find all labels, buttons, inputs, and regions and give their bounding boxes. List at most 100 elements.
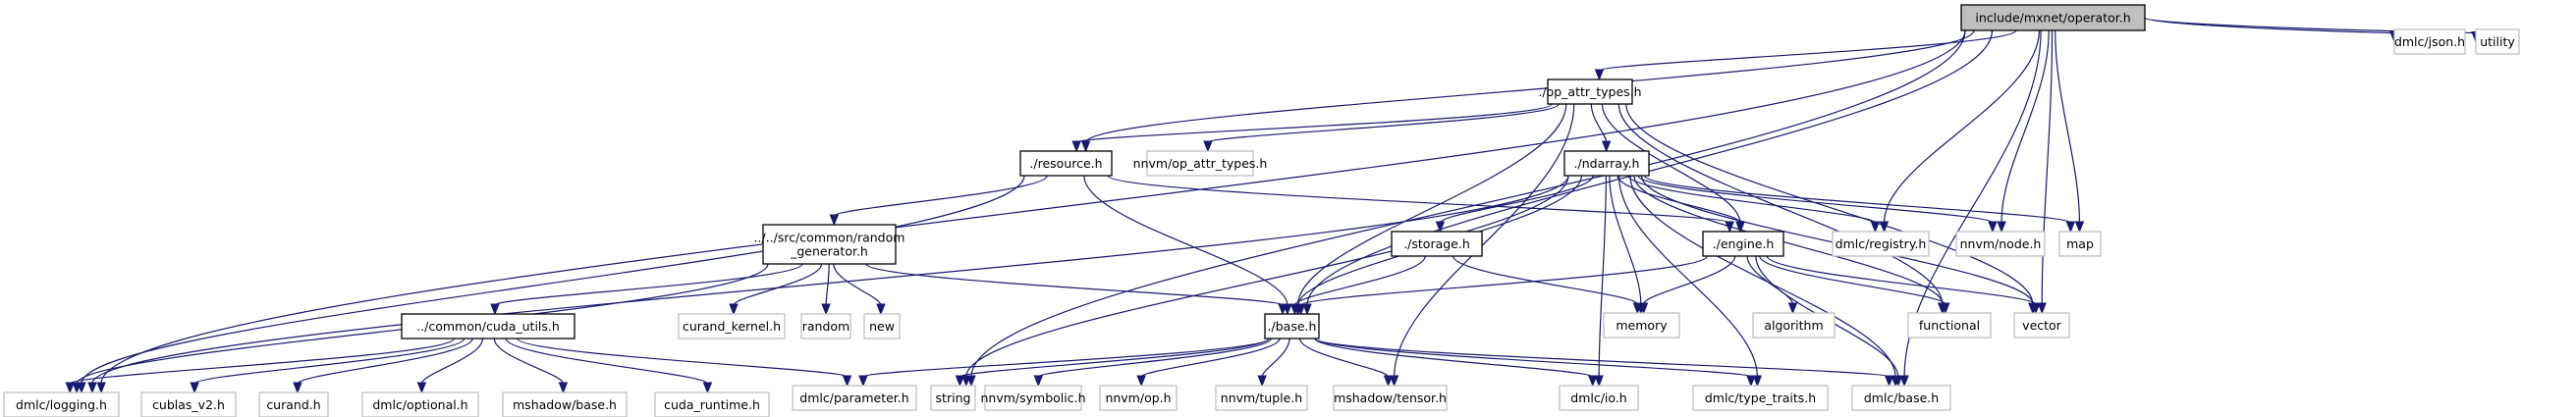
node-dmlc-base: dmlc/base.h bbox=[1851, 385, 1951, 411]
node-label: dmlc/optional.h bbox=[372, 397, 467, 412]
node-box bbox=[140, 391, 237, 417]
nodes: include/mxnet/operator.h ./op_attr_types.… bbox=[3, 4, 2520, 417]
node-label: ./op_attr_types.h bbox=[1538, 84, 1641, 99]
node-label: ../../src/common/random bbox=[754, 231, 905, 245]
node-nnvm-op: nnvm/op.h bbox=[1099, 385, 1178, 411]
node-cublas: cublas_v2.h bbox=[140, 391, 237, 417]
node-label: new bbox=[869, 319, 895, 334]
node-box bbox=[654, 391, 770, 417]
edge-cuda_utils-to-dmlc_parameter bbox=[517, 338, 852, 388]
node-box bbox=[1603, 312, 1680, 339]
edge-op_attr_types-to-vector bbox=[1625, 103, 2038, 315]
node-label: dmlc/logging.h bbox=[16, 397, 107, 412]
node-dmlc-parameter: dmlc/parameter.h bbox=[792, 385, 917, 411]
edge-base-to-dmlc_io bbox=[1314, 338, 1598, 388]
node-label: ./ndarray.h bbox=[1574, 156, 1640, 171]
edge-resource-to-engine bbox=[1107, 175, 1734, 234]
node-vector: vector bbox=[2013, 312, 2070, 339]
node-box bbox=[984, 385, 1082, 411]
edge-root-to-dmlc_logging bbox=[96, 29, 1966, 394]
node-box bbox=[401, 313, 575, 339]
edge-op_attr_types-to-resource bbox=[1071, 103, 1553, 153]
node-label: _generator.h bbox=[790, 244, 868, 259]
node-label: dmlc/base.h bbox=[1864, 391, 1939, 405]
node-label: ./storage.h bbox=[1403, 236, 1470, 251]
edge-base-to-dmlc_type_traits bbox=[1314, 338, 1756, 388]
edge-root-to-base bbox=[1302, 29, 1994, 316]
node-box bbox=[1832, 231, 1930, 257]
node-nnvm-symbolic: nnvm/symbolic.h bbox=[980, 385, 1086, 411]
node-box bbox=[2058, 231, 2102, 257]
edge-ndarray-to-memory bbox=[1609, 175, 1646, 315]
node-label: curand_kernel.h bbox=[683, 319, 781, 334]
edge-base-to-dmlc_base bbox=[1314, 338, 1894, 388]
node-resource[interactable]: ./resource.h bbox=[1019, 150, 1113, 177]
edge-base-to-string bbox=[955, 338, 1270, 388]
node-label: dmlc/parameter.h bbox=[799, 391, 908, 405]
node-cuda-utils[interactable]: ../common/cuda_utils.h bbox=[401, 313, 575, 339]
node-label: dmlc/registry.h bbox=[1836, 236, 1927, 251]
node-label: nnvm/symbolic.h bbox=[980, 391, 1085, 405]
edge-root-to-nnvm_node bbox=[1997, 29, 2050, 234]
node-op-attr-types[interactable]: ./op_attr_types.h bbox=[1538, 78, 1642, 105]
node-box bbox=[1702, 231, 1784, 257]
node-nnvm-op-attr-types: nnvm/op_attr_types.h bbox=[1133, 150, 1267, 177]
node-box bbox=[930, 385, 976, 411]
node-label: nnvm/tuple.h bbox=[1221, 391, 1302, 405]
node-box bbox=[1907, 312, 1992, 339]
edge-resource-to-random_gen bbox=[829, 175, 1048, 227]
edge-op_attr_types-to-ndarray bbox=[1590, 103, 1612, 153]
edge-ndarray-to-dmlc_logging bbox=[87, 175, 1569, 394]
node-dmlc-json: dmlc/json.h bbox=[2393, 28, 2466, 55]
edge-base-to-mshadow_tensor bbox=[1298, 338, 1394, 388]
node-box bbox=[1333, 385, 1448, 411]
node-box bbox=[1264, 313, 1320, 339]
edge-cuda_utils-to-cuda_runtime bbox=[505, 338, 713, 394]
edge-ndarray-to-dmlc_base bbox=[1629, 175, 1900, 388]
node-mshadow-tensor: mshadow/tensor.h bbox=[1333, 385, 1448, 411]
node-box bbox=[3, 391, 120, 417]
node-box bbox=[863, 313, 901, 339]
node-dmlc-type-traits: dmlc/type_traits.h bbox=[1692, 385, 1829, 411]
node-memory: memory bbox=[1603, 312, 1680, 339]
node-label: dmlc/io.h bbox=[1570, 391, 1626, 405]
node-curand-kernel: curand_kernel.h bbox=[678, 313, 786, 339]
edge-root-to-resource bbox=[1080, 29, 1975, 153]
edge-random_gen-to-base bbox=[865, 263, 1288, 316]
edge-engine-to-base bbox=[1295, 255, 1708, 316]
node-functional: functional bbox=[1907, 312, 1992, 339]
node-label: ./base.h bbox=[1268, 319, 1317, 334]
edge-storage-to-base bbox=[1289, 255, 1426, 316]
edge-ndarray-to-nnvm_node bbox=[1637, 175, 1998, 234]
edge-engine-to-memory bbox=[1638, 255, 1736, 315]
node-dmlc-registry: dmlc/registry.h bbox=[1832, 231, 1930, 257]
node-label: mshadow/tensor.h bbox=[1334, 391, 1447, 405]
node-label: random bbox=[802, 319, 850, 334]
node-box bbox=[1146, 150, 1254, 177]
node-label: ./engine.h bbox=[1713, 236, 1775, 251]
edge-ndarray-to-dmlc_type_traits bbox=[1617, 175, 1763, 388]
node-engine[interactable]: ./engine.h bbox=[1702, 231, 1784, 257]
node-random-gen[interactable]: ../../src/common/random_generator.h bbox=[754, 224, 905, 265]
node-mshadow-base: mshadow/base.h bbox=[502, 391, 628, 417]
edge-op_attr_types-to-nnvm_op_attr_types bbox=[1203, 103, 1560, 153]
node-box bbox=[1960, 4, 2146, 31]
node-label: functional bbox=[1919, 318, 1980, 333]
node-storage[interactable]: ./storage.h bbox=[1391, 231, 1483, 257]
node-base[interactable]: ./base.h bbox=[1264, 313, 1320, 339]
node-box bbox=[792, 385, 917, 411]
edge-random_gen-to-cuda_utils bbox=[490, 263, 803, 316]
node-box bbox=[2013, 312, 2070, 339]
node-dmlc-logging: dmlc/logging.h bbox=[3, 391, 120, 417]
node-root[interactable]: include/mxnet/operator.h bbox=[1960, 4, 2146, 31]
edge-root-to-op_attr_types bbox=[1594, 29, 2017, 81]
node-box bbox=[2393, 28, 2466, 55]
edge-random_gen-to-curand_kernel bbox=[729, 263, 823, 316]
node-box bbox=[2475, 28, 2520, 55]
node-nnvm-tuple: nnvm/tuple.h bbox=[1215, 385, 1308, 411]
edge-cuda_utils-to-dmlc_logging bbox=[65, 338, 455, 394]
node-ndarray[interactable]: ./ndarray.h bbox=[1563, 150, 1650, 177]
edge-random_gen-to-new bbox=[833, 263, 886, 316]
node-new: new bbox=[863, 313, 901, 339]
